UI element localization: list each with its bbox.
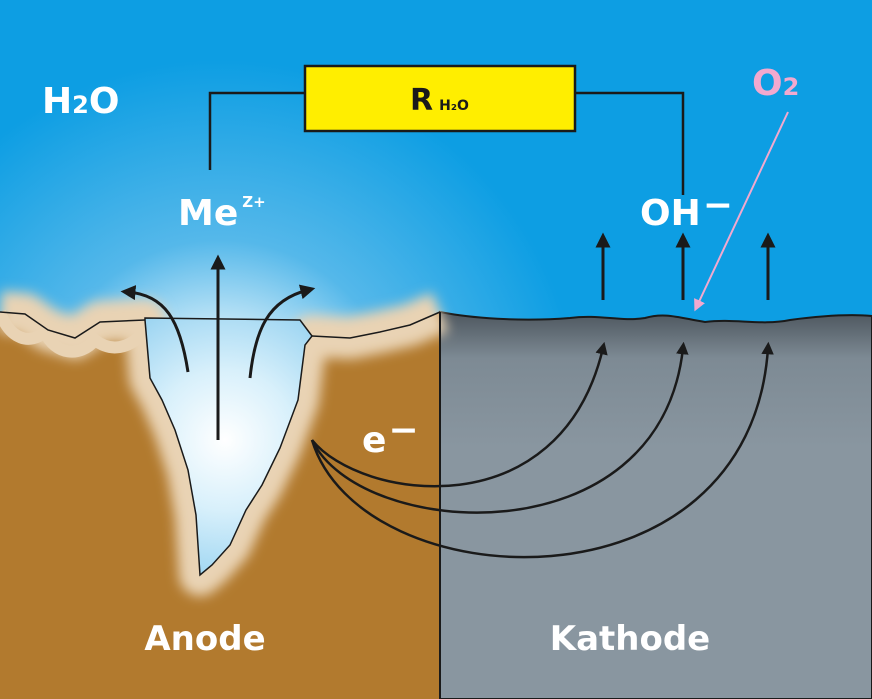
electron-arrow-3 xyxy=(310,341,774,559)
water-label: H2O xyxy=(42,81,119,122)
anode-outline xyxy=(0,311,441,339)
oxygen-arrow xyxy=(694,111,789,312)
electron-arrow-2 xyxy=(310,341,689,514)
electron-arrow-1 xyxy=(311,341,608,488)
electron-label: e− xyxy=(362,410,419,461)
circuit-wire xyxy=(208,91,685,195)
anode-edge-bumps xyxy=(0,309,150,358)
hydroxide-label: OH− xyxy=(640,185,733,234)
anode-curve-arrow-left xyxy=(120,285,190,373)
anode-curve-arrow-right xyxy=(248,284,316,379)
cathode-label: Kathode xyxy=(550,619,711,659)
resistor xyxy=(303,64,577,133)
anode-metal xyxy=(0,312,440,699)
cathode-metal xyxy=(439,310,872,699)
anode-label: Anode xyxy=(144,619,265,659)
oxygen-label: O2 xyxy=(752,63,799,104)
